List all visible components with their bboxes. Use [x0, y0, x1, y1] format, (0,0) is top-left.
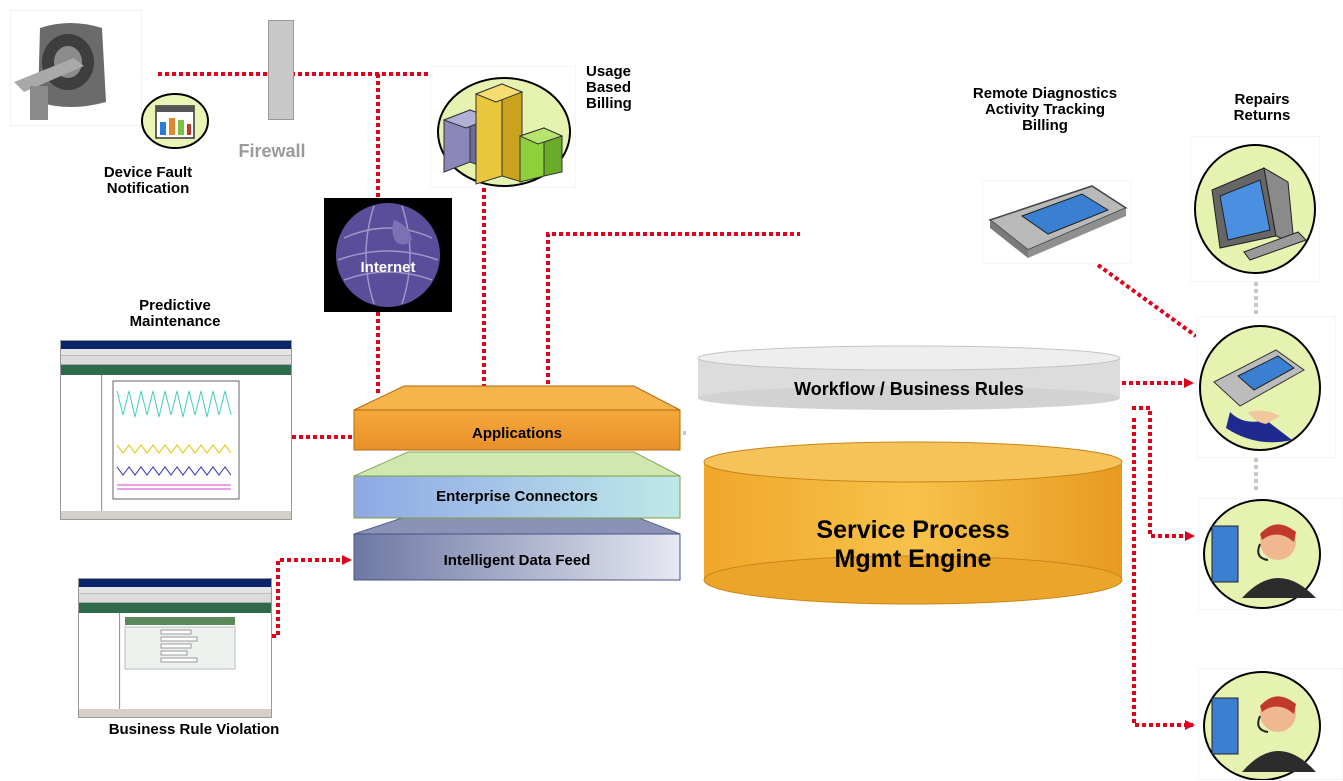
enterprise-connectors-label: Enterprise Connectors: [436, 488, 598, 505]
globe-panel: [324, 198, 452, 312]
applications-layer: [353, 409, 681, 451]
handheld-device-icon: [1196, 316, 1336, 458]
wire-violation-to-feed: [272, 555, 352, 638]
workflow-label: Workflow / Business Rules: [794, 379, 1024, 399]
device-fault-label: Device Fault Notification: [103, 164, 193, 197]
repairs-returns-label: Repairs Returns: [1233, 91, 1291, 124]
business-rule-violation-screenshot: [78, 578, 272, 718]
firewall-label: Firewall: [238, 141, 306, 161]
trend-chart-thumbnail: [112, 380, 283, 500]
wire-workflow-to-agent1: [1132, 406, 1195, 541]
wire-workflow-to-agent2: [1132, 418, 1195, 730]
status-dashboard-icon: [141, 93, 209, 149]
internet-label: Internet: [360, 259, 416, 276]
usage-billing-label: Usage Based Billing: [586, 63, 632, 112]
remote-diagnostics-label: Remote Diagnostics Activity Tracking Bil…: [972, 85, 1118, 134]
globe-icon: [336, 203, 440, 307]
predictive-maintenance-screenshot: [60, 340, 292, 520]
integration-stack: [352, 385, 682, 581]
workflow-cylinder: [697, 345, 1121, 410]
wire-stack-to-remote: [546, 232, 800, 384]
pda-icon: [982, 180, 1132, 264]
engine-cylinder: [703, 441, 1123, 605]
connectors-layer: [353, 475, 681, 519]
mri-scanner-icon: [10, 10, 142, 126]
engine-label: Service Process Mgmt Engine: [816, 516, 1010, 573]
desktop-computer-icon: [1190, 136, 1320, 282]
call-center-agent-icon: [1198, 498, 1343, 610]
billing-cubes-icon: [430, 66, 576, 188]
data-feed-layer: [353, 533, 681, 581]
predictive-maintenance-label: Predictive Maintenance: [129, 297, 221, 330]
call-center-agent-icon-2: [1198, 668, 1343, 780]
rule-form-thumbnail: [124, 617, 236, 670]
applications-label: Applications: [471, 425, 562, 442]
intelligent-data-feed-label: Intelligent Data Feed: [443, 552, 591, 569]
wire-pda-to-handheld: [1096, 263, 1198, 338]
business-rule-violation-label: Business Rule Violation: [108, 721, 280, 738]
firewall-icon: [268, 20, 294, 120]
